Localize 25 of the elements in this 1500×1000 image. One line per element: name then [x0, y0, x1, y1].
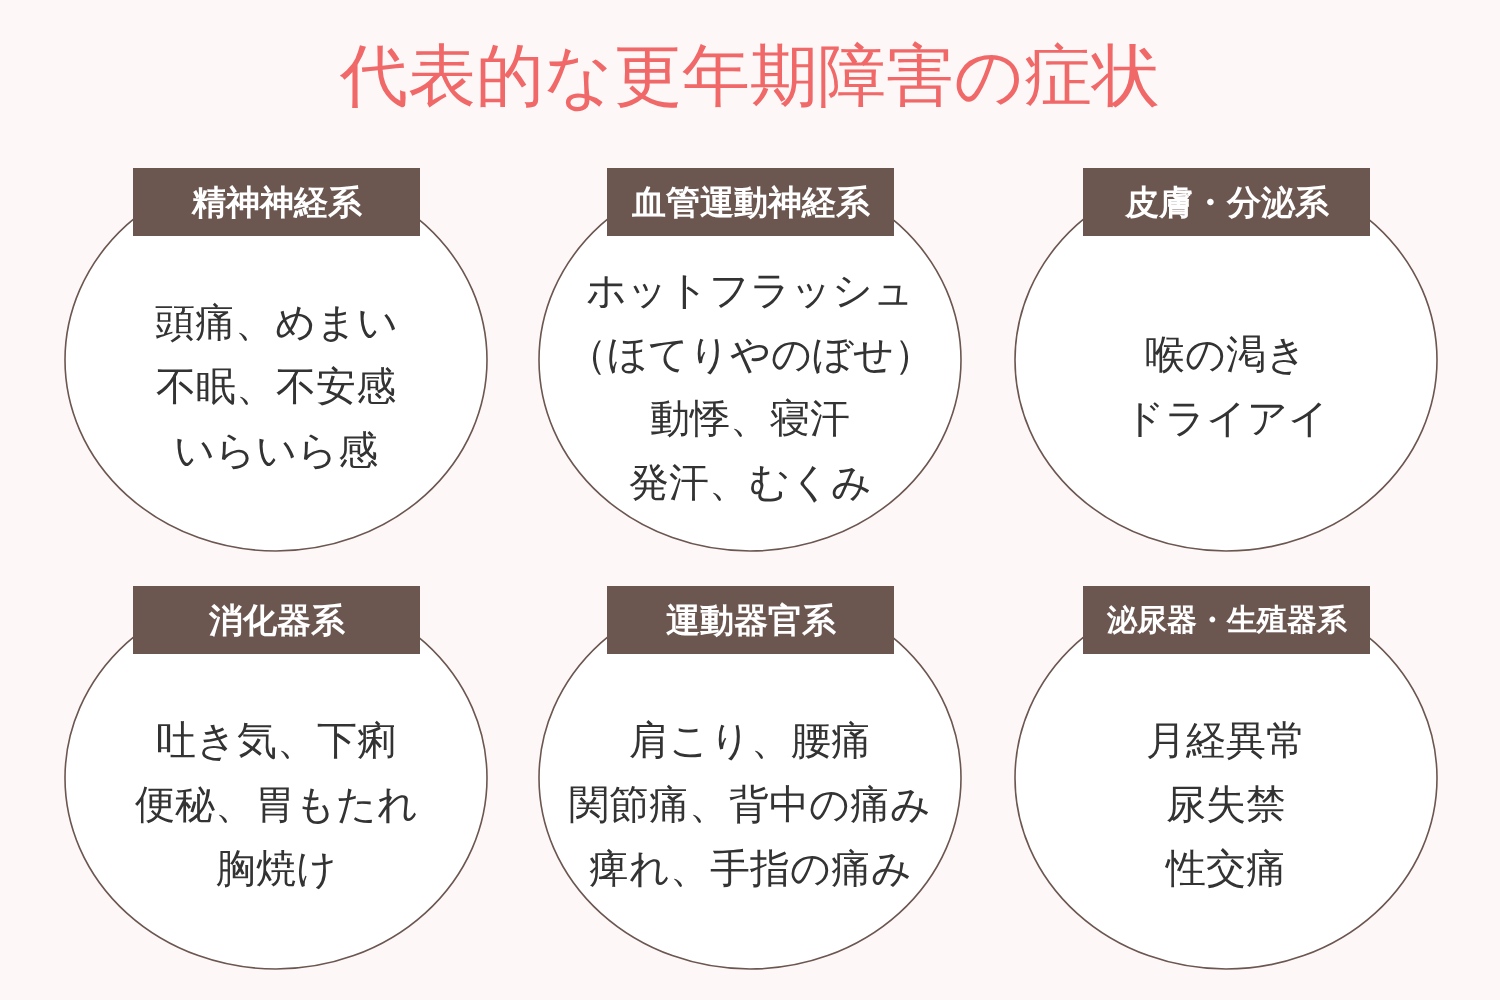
symptom-text: 痺れ、手指の痛み: [588, 844, 912, 893]
symptom-text: 肩こり、腰痛: [629, 716, 871, 765]
category-label: 皮膚・分泌系: [1083, 168, 1370, 236]
symptom-text: （ほてりやのぼせ）: [566, 330, 934, 379]
category-label: 血管運動神経系: [607, 168, 894, 236]
symptom-text: 月経異常: [1146, 716, 1306, 765]
symptom-text: 喉の渇き: [1145, 330, 1307, 379]
symptom-text: 動悸、寝汗: [650, 394, 850, 443]
category-label: 泌尿器・生殖器系: [1083, 586, 1370, 654]
symptom-text: 性交痛: [1166, 844, 1286, 893]
category-label: 運動器官系: [607, 586, 894, 654]
symptom-text: ホットフラッシュ: [586, 266, 914, 315]
category-label: 消化器系: [133, 586, 420, 654]
symptom-text: 不眠、不安感: [156, 362, 396, 411]
symptom-text: 発汗、むくみ: [628, 458, 872, 507]
symptom-text: 頭痛、めまい: [154, 298, 398, 347]
symptom-text: 胸焼け: [215, 844, 337, 893]
symptom-text: 吐き気、下痢: [155, 716, 397, 765]
symptom-text: 関節痛、背中の痛み: [569, 780, 931, 829]
category-label: 精神神経系: [133, 168, 420, 236]
symptom-text: 便秘、胃もたれ: [134, 780, 418, 829]
symptom-text: いらいら感: [174, 426, 378, 475]
symptom-text: ドライアイ: [1123, 394, 1329, 443]
symptom-text: 尿失禁: [1166, 780, 1286, 829]
title: 代表的な更年期障害の症状: [340, 35, 1160, 117]
